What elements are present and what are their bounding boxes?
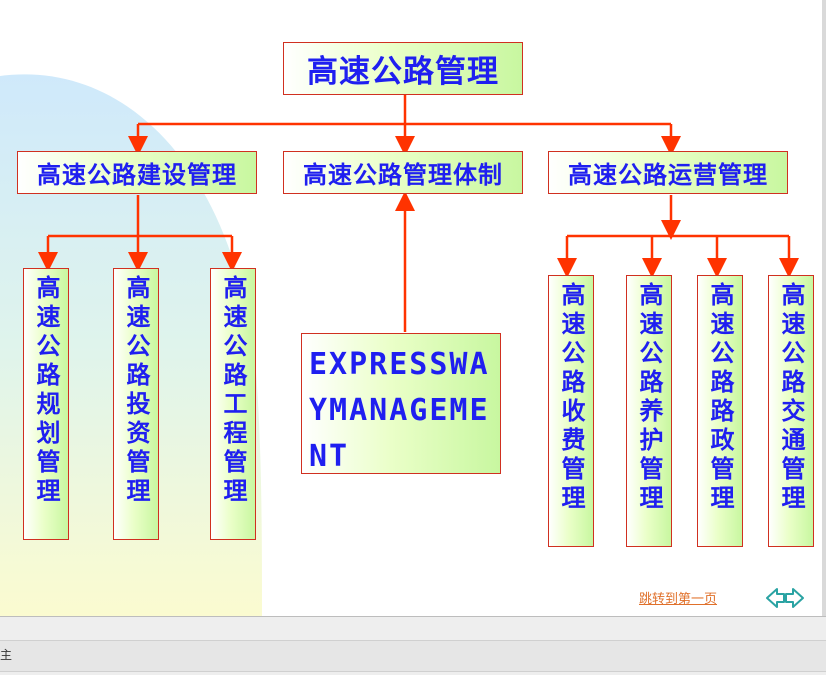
node-label: 高速公路交通管理: [777, 282, 805, 514]
node-label: 高速公路路政管理: [706, 282, 734, 514]
status-bar-strip: [0, 640, 826, 672]
node-english-title: EXPRESSWAYMANAGEMENT: [301, 333, 501, 474]
slide-canvas: 高速公路管理 高速公路建设管理 高速公路管理体制 高速公路运营管理 高速公路规划…: [0, 42, 814, 616]
node-toll-management: 高速公路收费管理: [548, 275, 594, 547]
window-edge: [822, 0, 826, 616]
node-management-system: 高速公路管理体制: [283, 151, 523, 194]
node-label: 高速公路规划管理: [32, 275, 60, 507]
node-label: 高速公路养护管理: [635, 282, 663, 514]
root-node: 高速公路管理: [283, 42, 523, 95]
node-operation-management: 高速公路运营管理: [548, 151, 788, 194]
arrow-left-icon[interactable]: [766, 588, 785, 608]
connector-lines: [38, 95, 799, 332]
node-label: 高速公路投资管理: [122, 275, 150, 507]
node-maintenance-management: 高速公路养护管理: [626, 275, 672, 547]
jump-to-first-page-link[interactable]: 跳转到第一页: [639, 592, 718, 607]
slide-navigation: [765, 586, 805, 610]
node-label: 高速公路工程管理: [219, 275, 247, 507]
node-investment-management: 高速公路投资管理: [113, 268, 159, 540]
status-label: 主: [0, 648, 13, 662]
node-traffic-management: 高速公路交通管理: [768, 275, 814, 547]
node-construction-management: 高速公路建设管理: [17, 151, 257, 194]
arrow-right-icon[interactable]: [785, 588, 804, 608]
node-road-administration-management: 高速公路路政管理: [697, 275, 743, 547]
status-bar: 主: [0, 616, 826, 675]
node-label: 高速公路收费管理: [557, 282, 585, 514]
node-engineering-management: 高速公路工程管理: [210, 268, 256, 540]
node-planning-management: 高速公路规划管理: [23, 268, 69, 540]
